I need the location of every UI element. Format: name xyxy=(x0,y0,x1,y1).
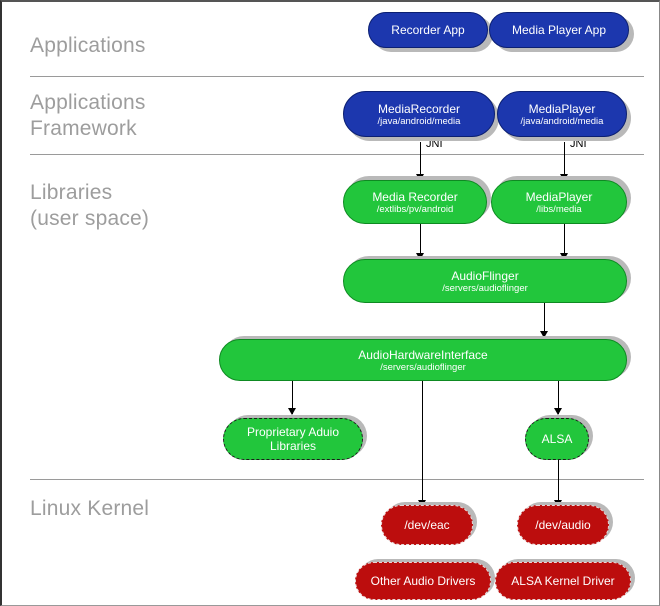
tier-label-libraries: Libraries (user space) xyxy=(30,181,150,230)
node-proprietary-audio-libraries-subtitle: Libraries xyxy=(269,439,317,453)
node-proprietary-audio-libraries[interactable]: Proprietary Aduio Libraries xyxy=(223,418,363,460)
node-media-recorder-lib[interactable]: Media Recorder /extlibs/pv/android xyxy=(343,180,487,224)
node-recorder-app-title: Recorder App xyxy=(391,23,465,37)
tier-label-linux-kernel: Linux Kernel xyxy=(30,497,150,520)
node-audiohardwareinterface-subtitle: /servers/audioflinger xyxy=(380,361,466,373)
node-audioflinger-subtitle: /servers/audioflinger xyxy=(442,282,528,294)
connector-mediarecorder-audioflinger xyxy=(420,221,421,259)
node-mediaplayer-lib-subtitle: /libs/media xyxy=(536,203,582,215)
node-alsa[interactable]: ALSA xyxy=(525,418,589,460)
node-alsa-kernel-driver[interactable]: ALSA Kernel Driver xyxy=(495,562,631,600)
connector-ahi-alsa xyxy=(558,374,559,414)
node-media-recorder-lib-subtitle: /extlibs/pv/android xyxy=(376,203,454,215)
arrowhead-ahi-proprietary xyxy=(288,408,296,415)
connector-mediaplayer-jni xyxy=(564,142,565,180)
node-mediarecorder-framework[interactable]: MediaRecorder /java/android/media xyxy=(343,91,495,137)
node-mediaplayer-framework-title: MediaPlayer xyxy=(528,101,596,116)
node-audioflinger[interactable]: AudioFlinger /servers/audioflinger xyxy=(343,259,627,303)
node-dev-audio[interactable]: /dev/audio xyxy=(517,505,609,545)
connector-ahi-proprietary xyxy=(292,374,293,414)
connector-mediaplayer-audioflinger xyxy=(564,221,565,259)
tier-label-applications-framework: Applications Framework xyxy=(30,91,146,140)
node-alsa-kernel-driver-title: ALSA Kernel Driver xyxy=(511,574,615,588)
connector-alsa-dev-audio xyxy=(558,457,559,506)
node-mediarecorder-framework-subtitle: /java/android/media xyxy=(377,115,461,127)
separator-applications xyxy=(30,76,644,77)
node-audiohardwareinterface[interactable]: AudioHardwareInterface /servers/audiofli… xyxy=(219,339,627,381)
node-other-audio-drivers[interactable]: Other Audio Drivers xyxy=(355,562,491,600)
node-recorder-app[interactable]: Recorder App xyxy=(368,12,488,48)
node-mediaplayer-framework[interactable]: MediaPlayer /java/android/media xyxy=(497,91,627,137)
node-media-recorder-lib-title: Media Recorder xyxy=(372,189,458,204)
connector-ahi-dev-eac xyxy=(422,374,423,506)
node-dev-audio-title: /dev/audio xyxy=(535,518,591,532)
node-dev-eac[interactable]: /dev/eac xyxy=(381,505,473,545)
node-mediarecorder-framework-title: MediaRecorder xyxy=(377,101,461,116)
edge-label-jni-left: JNI xyxy=(426,138,443,150)
arrowhead-audioflinger-audiohardwareinterface xyxy=(540,331,548,338)
arrowhead-ahi-alsa xyxy=(554,408,562,415)
node-mediaplayer-lib-title: MediaPlayer xyxy=(525,189,593,204)
node-audioflinger-title: AudioFlinger xyxy=(451,268,519,283)
node-proprietary-audio-libraries-title: Proprietary Aduio xyxy=(246,425,340,439)
node-mediaplayer-framework-subtitle: /java/android/media xyxy=(520,115,604,127)
node-media-player-app[interactable]: Media Player App xyxy=(489,12,629,48)
connector-audioflinger-audiohardwareinterface xyxy=(544,299,545,337)
connector-mediarecorder-jni xyxy=(420,142,421,180)
node-alsa-title: ALSA xyxy=(541,432,573,446)
node-media-player-app-title: Media Player App xyxy=(511,23,607,37)
node-mediaplayer-lib[interactable]: MediaPlayer /libs/media xyxy=(491,180,627,224)
separator-applications-framework xyxy=(30,154,644,155)
tier-label-applications: Applications xyxy=(30,34,146,57)
node-other-audio-drivers-title: Other Audio Drivers xyxy=(370,574,476,588)
separator-linux-kernel xyxy=(30,479,644,480)
node-dev-eac-title: /dev/eac xyxy=(404,518,450,532)
edge-label-jni-right: JNI xyxy=(570,138,587,150)
node-audiohardwareinterface-title: AudioHardwareInterface xyxy=(358,347,488,362)
